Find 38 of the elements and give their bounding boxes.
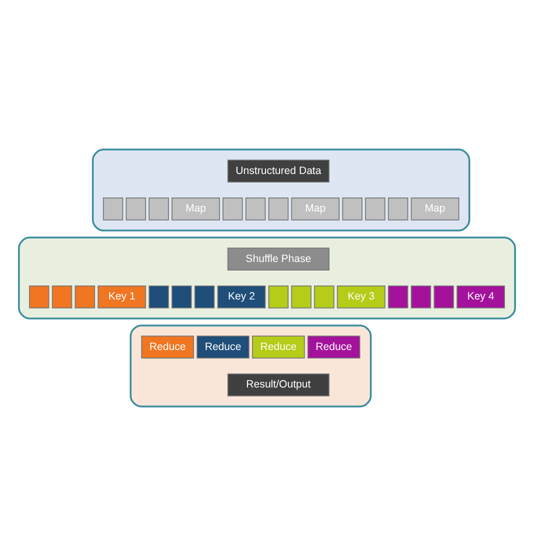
node-box <box>342 198 362 220</box>
node-box: Map <box>172 198 220 220</box>
node-box <box>172 285 192 308</box>
node-box <box>291 285 312 308</box>
node-box: Key 3 <box>336 285 386 308</box>
node-box <box>268 285 289 308</box>
node-box <box>268 198 289 220</box>
node-box <box>314 285 334 308</box>
node-box: Shuffle Phase <box>227 248 330 271</box>
node-box: Map <box>410 198 460 220</box>
node-box <box>102 198 124 220</box>
node-box <box>148 285 169 308</box>
node-box <box>74 285 95 308</box>
node-box <box>434 285 454 308</box>
node-box: Key 4 <box>456 285 505 308</box>
cluster <box>130 324 372 408</box>
node-box: Unstructured Data <box>227 160 330 183</box>
node-box: Map <box>291 198 340 220</box>
cluster <box>92 148 470 232</box>
node-box <box>410 285 432 308</box>
node-box <box>126 198 146 220</box>
node-box <box>245 198 266 220</box>
node-box <box>194 285 215 308</box>
node-box <box>388 198 408 220</box>
node-box: Reduce <box>141 336 194 358</box>
node-box: Reduce <box>252 336 305 358</box>
node-box <box>52 285 72 308</box>
node-box <box>222 198 243 220</box>
node-box <box>29 285 50 308</box>
node-box: Reduce <box>307 336 360 358</box>
node-box <box>148 198 169 220</box>
cluster <box>18 236 516 320</box>
node-box <box>365 198 386 220</box>
node-box: Result/Output <box>227 373 330 396</box>
node-box: Key 1 <box>98 285 146 308</box>
node-box <box>388 285 408 308</box>
node-box: Key 2 <box>217 285 266 308</box>
node-box: Reduce <box>196 336 250 358</box>
